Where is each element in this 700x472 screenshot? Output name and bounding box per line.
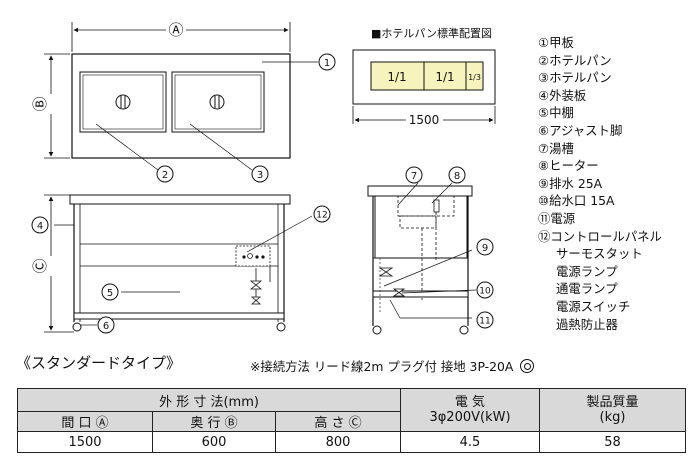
callout-9: 9 — [476, 238, 494, 256]
spec-weight-value: 58 — [539, 431, 686, 453]
legend-item: ⑪電源 — [538, 210, 576, 226]
water-tank — [374, 195, 468, 259]
pan-size-label: 1/3 — [468, 73, 481, 82]
dimension-c-label: Ⓒ — [31, 258, 49, 273]
pan-size-label: 1/1 — [435, 70, 454, 84]
pan-knob-icon — [115, 94, 131, 110]
control-panel — [235, 245, 271, 267]
front-top-plate — [69, 194, 291, 205]
pan-knob-icon — [209, 94, 225, 110]
standard-type-title: 《スタンダードタイプ》 — [16, 354, 182, 372]
dimension-a: Ⓐ — [71, 21, 291, 52]
legend-sub-item: 通電ランプ — [556, 281, 618, 297]
callout-2: 2 — [156, 165, 174, 183]
hotel-pan-layout: ■ホテルパン標準配置図 1/1 1/1 1/3 1500 — [352, 26, 496, 127]
hotel-pan-layout-title: ■ホテルパン標準配置図 — [371, 26, 492, 40]
callout-4: 4 — [31, 216, 49, 234]
callout-10: 10 — [476, 281, 494, 299]
legend-item: ③ホテルパン — [538, 70, 612, 86]
legend-sub-item: サーモスタット — [556, 246, 643, 262]
callout-8: 8 — [448, 166, 466, 184]
legend-item: ⑧ヒーター — [538, 158, 599, 174]
spec-power-header: 電 気 3φ200V(kW) — [400, 388, 540, 432]
pan-cell — [465, 61, 484, 91]
spec-weight-header: 製品質量 (kg) — [539, 388, 686, 432]
pan-size-label: 1/1 — [387, 70, 406, 84]
svg-text:1: 1 — [324, 58, 330, 69]
dimension-b: Ⓑ — [31, 53, 70, 159]
connection-note-text: ※接続方法 リード線2m プラグ付 接地 3P-20A — [250, 359, 514, 374]
svg-text:8: 8 — [454, 171, 460, 182]
svg-text:5: 5 — [107, 288, 113, 299]
legend-item: ④外装板 — [538, 87, 587, 103]
front-view — [54, 194, 313, 332]
side-top-plate — [367, 185, 473, 197]
svg-text:11: 11 — [479, 317, 490, 327]
spec-table: 外 形 寸 法(mm) 電 気 3φ200V(kW) 製品質量 (kg) 間 口… — [17, 388, 686, 453]
legend-sub-item: 電源スイッチ — [556, 298, 631, 314]
svg-text:2: 2 — [162, 170, 168, 181]
legend-item: ⑤中棚 — [538, 105, 574, 121]
callout-12: 12 — [313, 205, 331, 223]
dimension-b-label: Ⓑ — [31, 96, 49, 111]
spec-height-header: 高 さ Ⓒ — [275, 411, 401, 432]
middle-shelf — [73, 312, 285, 320]
side-middle-shelf — [372, 290, 469, 298]
side-foot-icon — [372, 325, 382, 335]
legend-item: ⑨排水 25A — [538, 175, 603, 191]
drain-valve-icon — [249, 268, 263, 305]
spec-group-header: 外 形 寸 法(mm) — [17, 388, 401, 412]
legend-item: ⑩給水口 15A — [538, 193, 615, 209]
spec-width-header: 間 口 Ⓐ — [17, 411, 153, 432]
dimension-c: Ⓒ — [31, 194, 74, 333]
callout-5: 5 — [101, 283, 119, 301]
dimension-a-label: Ⓐ — [168, 21, 183, 39]
svg-text:9: 9 — [482, 243, 488, 254]
legend-item: ⑥アジャスト脚 — [538, 122, 623, 138]
svg-text:12: 12 — [316, 211, 327, 221]
pan-cell — [423, 61, 467, 91]
top-view — [71, 53, 318, 171]
svg-text:3: 3 — [257, 170, 263, 181]
spec-depth-value: 600 — [152, 431, 276, 453]
grounded-plug-icon — [520, 359, 535, 373]
legend-sub-item: 電源ランプ — [556, 263, 618, 279]
side-drain-valve-icon — [378, 267, 406, 297]
svg-text:10: 10 — [479, 287, 491, 297]
legend-item: ⑫コントロールパネル — [538, 228, 662, 244]
callout-6: 6 — [97, 316, 115, 334]
legend-item: ②ホテルパン — [538, 52, 612, 68]
callout-7: 7 — [405, 166, 423, 184]
svg-text:4: 4 — [37, 221, 43, 232]
adjuster-foot-icon — [72, 322, 82, 332]
callout-1: 1 — [318, 53, 336, 71]
heater — [397, 195, 455, 217]
parts-legend: ①甲板 ②ホテルパン ③ホテルパン ④外装板 ⑤中棚 ⑥アジャスト脚 ⑦湯槽 ⑧… — [538, 34, 698, 333]
spec-width-value: 1500 — [17, 431, 153, 453]
hotel-pan-width-label: 1500 — [409, 113, 440, 127]
legend-item: ⑦湯槽 — [538, 140, 574, 156]
spec-depth-header: 奥 行 Ⓑ — [152, 411, 276, 432]
svg-text:7: 7 — [411, 171, 417, 182]
side-view — [367, 182, 477, 335]
spec-power-value: 4.5 — [400, 431, 540, 453]
callout-3: 3 — [251, 165, 269, 183]
svg-text:6: 6 — [103, 321, 109, 332]
spec-height-value: 800 — [275, 431, 401, 453]
adjuster-foot-icon — [276, 322, 286, 332]
connection-note: ※接続方法 リード線2m プラグ付 接地 3P-20A — [250, 357, 535, 375]
callout-11: 11 — [476, 311, 494, 329]
legend-item: ①甲板 — [538, 35, 574, 50]
side-foot-icon — [459, 325, 469, 335]
legend-sub-item: 過熱防止器 — [556, 316, 618, 332]
